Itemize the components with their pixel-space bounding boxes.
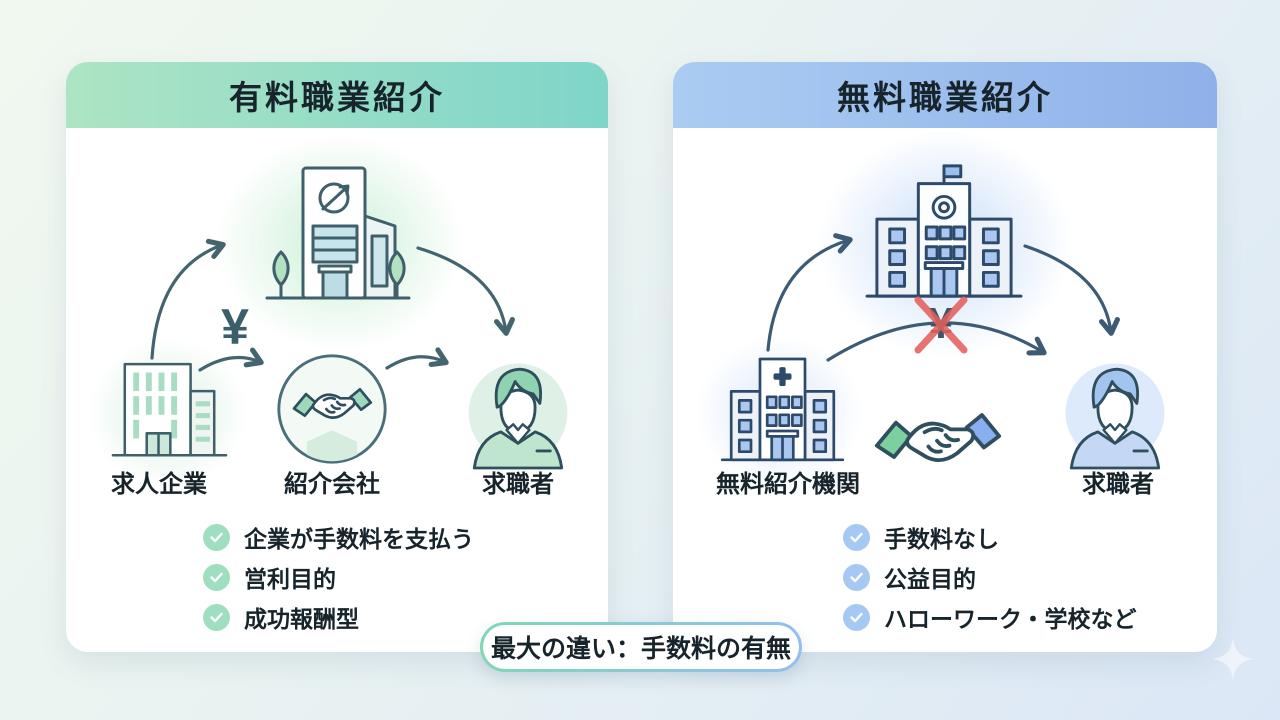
company-label: 求人企業	[111, 471, 207, 498]
check-circle-icon	[843, 523, 870, 551]
paid-card-title: 有料職業紹介	[229, 79, 445, 116]
broker-label: 紹介会社	[284, 471, 380, 498]
institution-crest-icon	[773, 367, 792, 386]
institution-building-icon	[715, 350, 850, 468]
check-circle-icon	[203, 563, 230, 591]
arrow-institution-to-public	[766, 233, 853, 352]
yen-symbol-paid: ¥	[221, 299, 249, 355]
paid-check-row: 企業が手数料を支払う	[203, 520, 474, 554]
free-card-header: 無料職業紹介	[673, 62, 1217, 128]
job-seeker-icon-paid	[461, 352, 575, 470]
free-check-label: 手数料なし	[884, 526, 999, 552]
handshake-icon-free	[871, 394, 1005, 480]
seeker-label-free: 求職者	[1082, 471, 1154, 498]
job-seeker-icon-free	[1058, 352, 1172, 470]
arrow-agency-to-seeker	[416, 246, 515, 336]
free-check-row: 公益目的	[843, 560, 976, 594]
crossed-out-fee: ¥	[908, 292, 974, 358]
company-building-icon	[106, 354, 233, 464]
public-institution-building-icon	[855, 156, 1033, 306]
check-circle-icon	[203, 523, 230, 551]
free-check-label: 公益目的	[884, 566, 976, 592]
free-placement-card: 無料職業紹介	[673, 62, 1217, 652]
check-circle-icon	[843, 563, 870, 591]
paid-check-row: 営利目的	[203, 560, 336, 594]
red-cross-x-icon	[914, 296, 968, 354]
key-difference-text: 最大の違い：手数料の有無	[490, 635, 791, 663]
free-check-label: ハローワーク・学校など	[884, 606, 1137, 632]
sparkle-icon	[1212, 638, 1254, 680]
agency-building-icon	[253, 158, 423, 306]
paid-card-header: 有料職業紹介	[66, 62, 608, 128]
key-difference-pill: 最大の違い：手数料の有無	[480, 622, 802, 672]
check-circle-icon	[203, 603, 230, 631]
paid-check-row: 成功報酬型	[203, 600, 359, 634]
paid-check-label: 成功報酬型	[244, 606, 359, 632]
arrow-broker-to-seeker	[385, 347, 449, 370]
paid-check-label: 企業が手数料を支払う	[244, 526, 474, 552]
free-check-row: ハローワーク・学校など	[843, 600, 1137, 634]
free-card-title: 無料職業紹介	[837, 79, 1053, 116]
arrow-public-to-seeker	[1023, 244, 1120, 336]
seeker-label-paid: 求職者	[482, 471, 554, 498]
check-circle-icon	[843, 603, 870, 631]
free-check-row: 手数料なし	[843, 520, 999, 554]
broker-handshake-circle-icon	[274, 351, 390, 467]
institution-label: 無料紹介機関	[716, 471, 860, 498]
paid-placement-card: 有料職業紹介	[66, 62, 608, 652]
paid-check-label: 営利目的	[244, 566, 336, 592]
